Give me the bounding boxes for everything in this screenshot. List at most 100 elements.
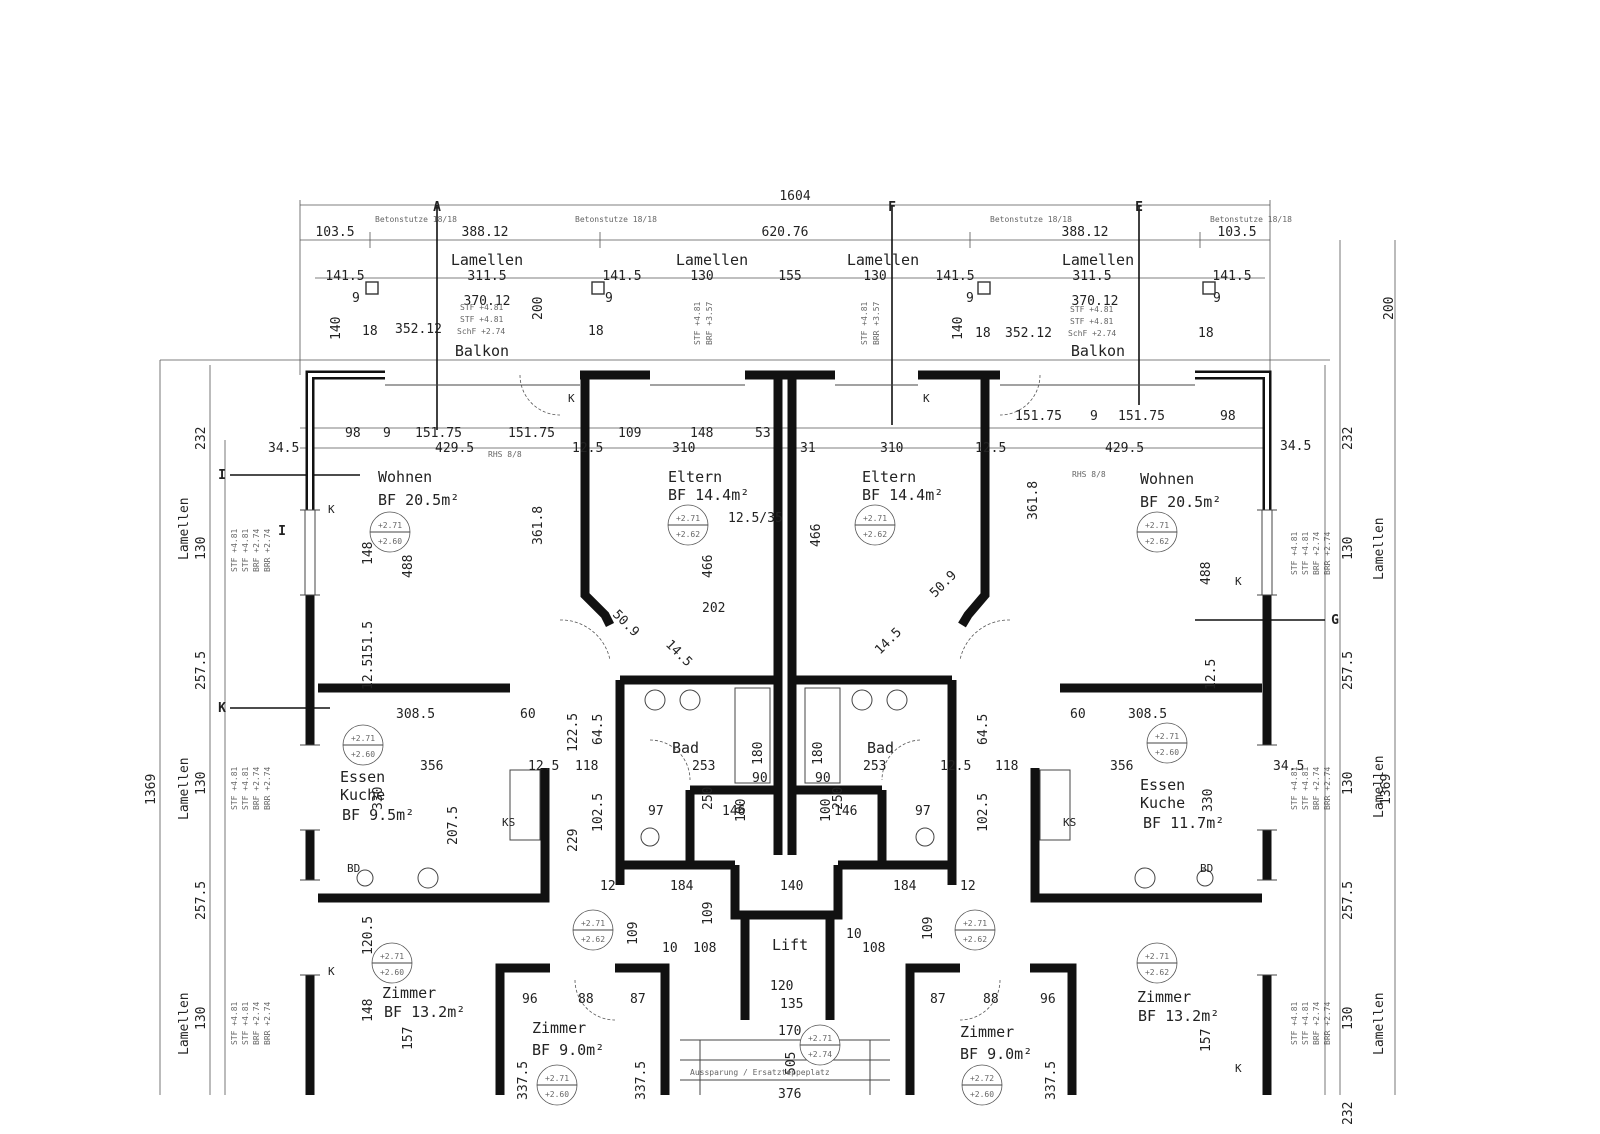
level-top: +2.71 <box>1145 952 1169 961</box>
dim: 98 <box>1220 409 1236 424</box>
dim-200-r: 200 <box>1382 297 1397 320</box>
dim-253-r: 253 <box>863 759 886 774</box>
dim-50-9: 50.9 <box>609 607 642 640</box>
dim-200-l: 200 <box>531 297 546 320</box>
dim-157: 157 <box>401 1027 416 1050</box>
dim: 9 <box>383 426 391 441</box>
level-top: +2.71 <box>676 514 700 523</box>
side-code-8: BRR +2.74 <box>263 766 272 810</box>
dim-34-5: 34.5 <box>1273 759 1304 774</box>
room-eltern-left: Eltern <box>668 468 722 486</box>
dim-488: 488 <box>401 555 416 578</box>
room-eltern-right-area: BF 14.4m² <box>862 486 943 504</box>
level-bottom: +2.60 <box>1155 748 1179 757</box>
room-lift: Lift <box>772 936 808 954</box>
axis-label-i-2: I <box>278 524 286 539</box>
level-top: +2.71 <box>1145 521 1169 530</box>
room-zimmer-mid-right-area: BF 9.0m² <box>960 1045 1032 1063</box>
walls <box>305 370 1272 1095</box>
level-top: +2.71 <box>351 734 375 743</box>
dim: 34.5 <box>1280 439 1311 454</box>
dim-90-r: 90 <box>815 771 831 786</box>
dim-120b: 120 <box>770 979 793 994</box>
k-marker-rb: K <box>1235 1062 1242 1075</box>
k-marker-r: K <box>1235 575 1242 588</box>
room-wohnen-left: Wohnen <box>378 468 432 486</box>
axis-label-a: A <box>433 200 441 215</box>
dim-102-r: 102.5 <box>976 793 991 832</box>
dim-257-rb: 257.5 <box>1341 881 1356 920</box>
dim-232-rb: 232 <box>1341 1102 1356 1125</box>
side-code-10: STF +4.81 <box>241 1001 250 1045</box>
dim-12-r: 12 <box>960 879 976 894</box>
dim: 12.5 <box>975 441 1006 456</box>
total-width-dim: 1604 <box>779 189 810 204</box>
lamellen-label-3: Lamellen <box>847 251 919 269</box>
dim: 429.5 <box>435 441 474 456</box>
dim: 151.75 <box>1118 409 1165 424</box>
level-top: +2.71 <box>581 919 605 928</box>
dim-180-r: 180 <box>811 742 826 765</box>
dim-290: 250 <box>701 787 716 810</box>
side-code-21: STF +4.81 <box>1290 1001 1299 1045</box>
sturz-note-9: STF +4.81 <box>860 301 869 345</box>
level-bottom: +2.74 <box>808 1050 832 1059</box>
dim-361: 361.8 <box>531 506 546 545</box>
dim-90: 90 <box>752 771 768 786</box>
dim-118-r: 118 <box>995 759 1018 774</box>
dim-337-r: 337.5 <box>1044 1061 1059 1100</box>
dim-146-r: 146 <box>834 804 857 819</box>
dim-9-4: 9 <box>1213 291 1221 306</box>
column-label-3: Betonstutze 18/18 <box>990 215 1072 224</box>
bd-marker: BD <box>347 862 360 875</box>
windows <box>300 384 1277 976</box>
dim-87: 87 <box>630 992 646 1007</box>
dim: 9 <box>1090 409 1098 424</box>
dim-155: 155 <box>778 269 801 284</box>
walls-core <box>308 373 1269 510</box>
dim-60: 60 <box>520 707 536 722</box>
dim-100-r: 100 <box>819 799 834 822</box>
column-label-4: Betonstutze 18/18 <box>1210 215 1292 224</box>
dim: 109 <box>618 426 641 441</box>
dim-100: 100 <box>734 799 749 822</box>
room-wohnen-right-area: BF 20.5m² <box>1140 493 1221 511</box>
room-essen-right-area: BF 11.7m² <box>1143 814 1224 832</box>
lamellen-label-2: Lamellen <box>676 251 748 269</box>
top-dimension-lines <box>159 200 1396 1095</box>
sturz-note-2: STF +4.81 <box>460 315 504 324</box>
lamellen-dim-2: 130 <box>690 269 713 284</box>
room-zimmer-mid-left-area: BF 9.0m² <box>532 1041 604 1059</box>
lamellen-label-1: Lamellen <box>451 251 523 269</box>
side-code-4: BRR +2.74 <box>263 528 272 572</box>
dim-9-3: 9 <box>966 291 974 306</box>
level-top: +2.71 <box>380 952 404 961</box>
dim: 31 <box>800 441 816 456</box>
side-code-14: STF +4.81 <box>1301 531 1310 575</box>
lamellen-side-6: Lamellen <box>1372 992 1387 1055</box>
lamellen-dim-4: 311.5 <box>1072 269 1111 284</box>
dim-118: 118 <box>575 759 598 774</box>
k-marker: K <box>328 503 335 516</box>
room-bad-right: Bad <box>867 739 894 757</box>
dim-109-b: 109 <box>701 902 716 925</box>
level-bottom: +2.62 <box>1145 968 1169 977</box>
level-bottom: +2.62 <box>863 530 887 539</box>
side-code-19: BRF +2.74 <box>1312 766 1321 810</box>
dim-60-r: 60 <box>1070 707 1086 722</box>
dim-108: 108 <box>693 941 716 956</box>
column-label-2: Betonstutze 18/18 <box>575 215 657 224</box>
side-code-18: STF +4.81 <box>1301 766 1310 810</box>
room-kuche-right: Kuche <box>1140 794 1185 812</box>
sturz-note-6: SchF +2.74 <box>1068 329 1116 338</box>
ks-marker: KS <box>502 816 515 829</box>
dim-10-r: 10 <box>846 927 862 942</box>
level-bottom: +2.60 <box>970 1090 994 1099</box>
side-code-24: BRR +2.74 <box>1323 1001 1332 1045</box>
balkon-label-r: Balkon <box>1071 342 1125 360</box>
level-top: +2.71 <box>963 919 987 928</box>
dim-141-r: 141.5 <box>1212 269 1251 284</box>
dim-18-1: 18 <box>362 324 378 339</box>
side-dim-130: 130 <box>194 537 209 560</box>
dim-330-r: 330 <box>1201 789 1216 812</box>
